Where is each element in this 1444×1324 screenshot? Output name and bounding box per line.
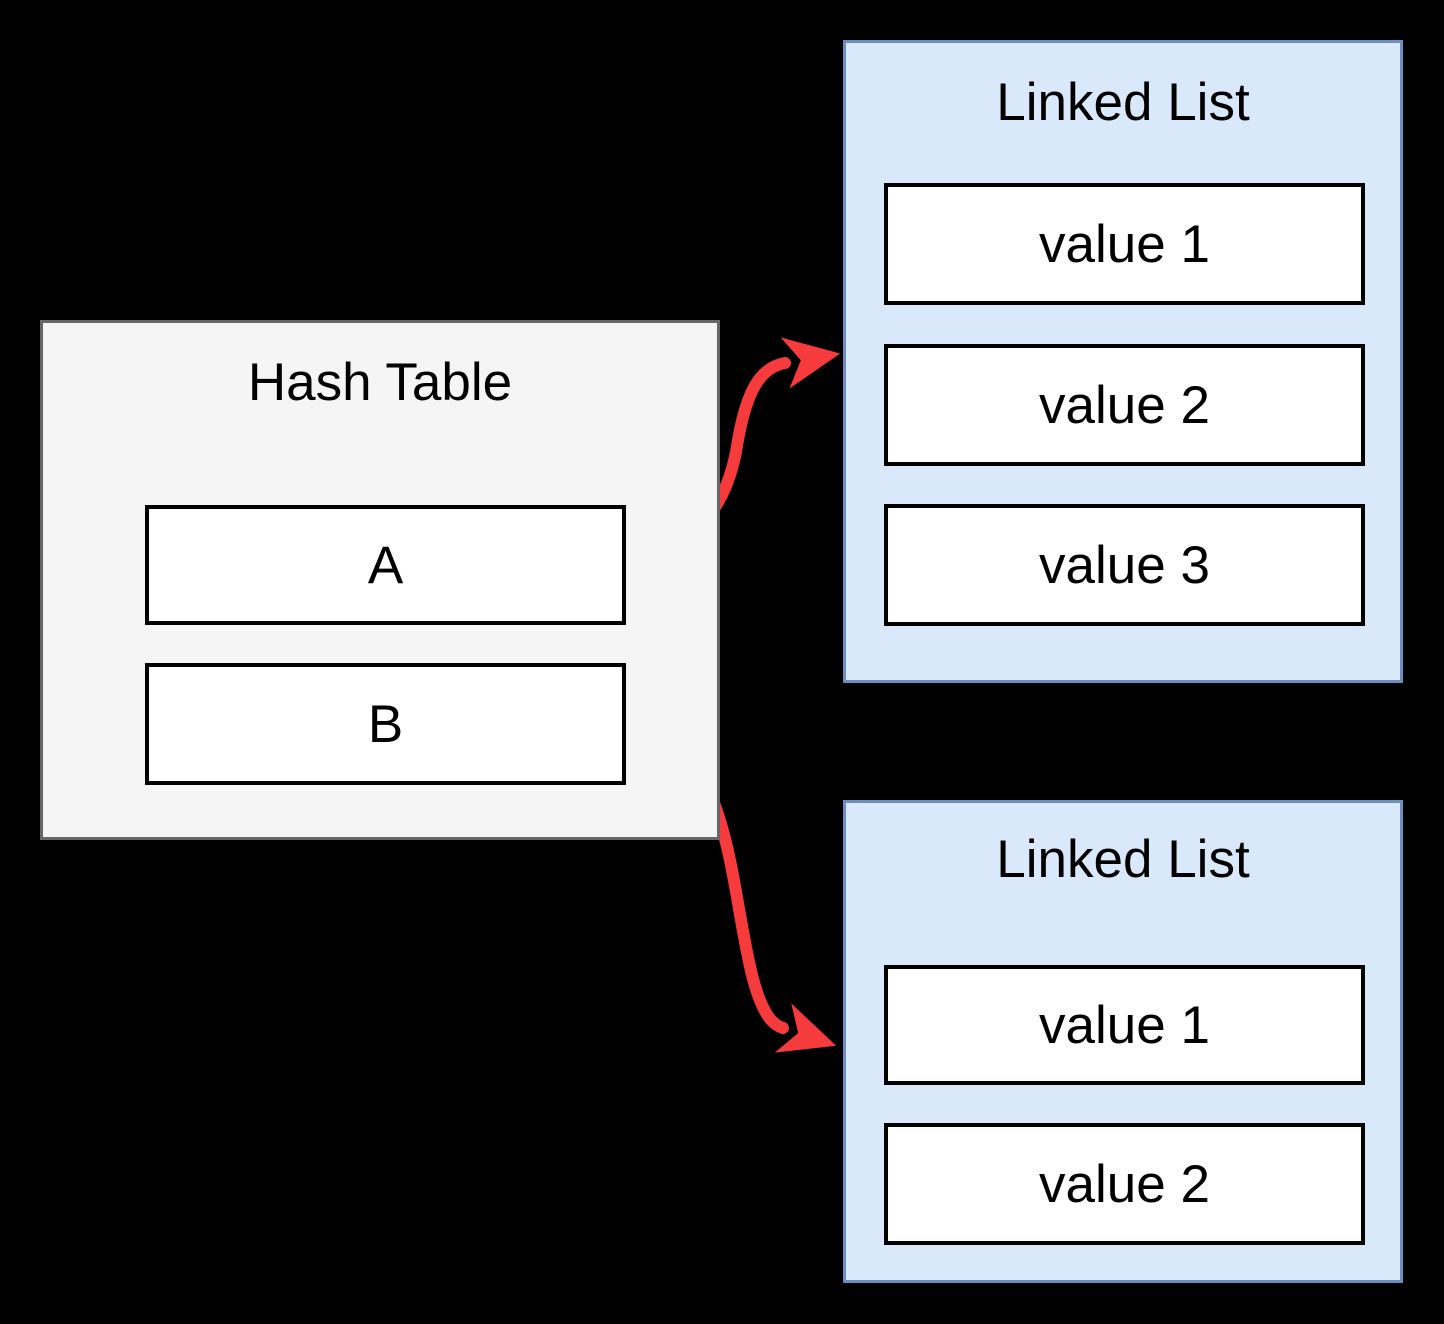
- linked-list-2-title: Linked List: [996, 830, 1250, 889]
- linked-list-2-node-2: value 2: [884, 1123, 1365, 1245]
- linked-list-1-node-2: value 2: [884, 344, 1365, 466]
- linked-list-1-node-1-label: value 1: [1039, 214, 1210, 274]
- linked-list-1-node-2-label: value 2: [1039, 375, 1210, 435]
- linked-list-2-node-1: value 1: [884, 965, 1365, 1085]
- linked-list-2-node-1-label: value 1: [1039, 995, 1210, 1055]
- hash-bucket-a-label: A: [367, 535, 404, 595]
- hash-bucket-a: A: [145, 505, 626, 625]
- linked-list-2: Linked List value 1 value 2: [843, 800, 1403, 1283]
- linked-list-1-title: Linked List: [996, 73, 1250, 132]
- linked-list-1-node-3-label: value 3: [1039, 535, 1210, 595]
- hash-table: Hash Table A B: [40, 320, 720, 840]
- linked-list-1-node-1: value 1: [884, 183, 1365, 305]
- hash-table-title: Hash Table: [247, 353, 513, 412]
- hash-bucket-b-label: B: [367, 694, 404, 754]
- linked-list-1: Linked List value 1 value 2 value 3: [843, 40, 1403, 683]
- linked-list-1-node-3: value 3: [884, 504, 1365, 626]
- linked-list-2-node-2-label: value 2: [1039, 1154, 1210, 1214]
- hash-bucket-b: B: [145, 663, 626, 785]
